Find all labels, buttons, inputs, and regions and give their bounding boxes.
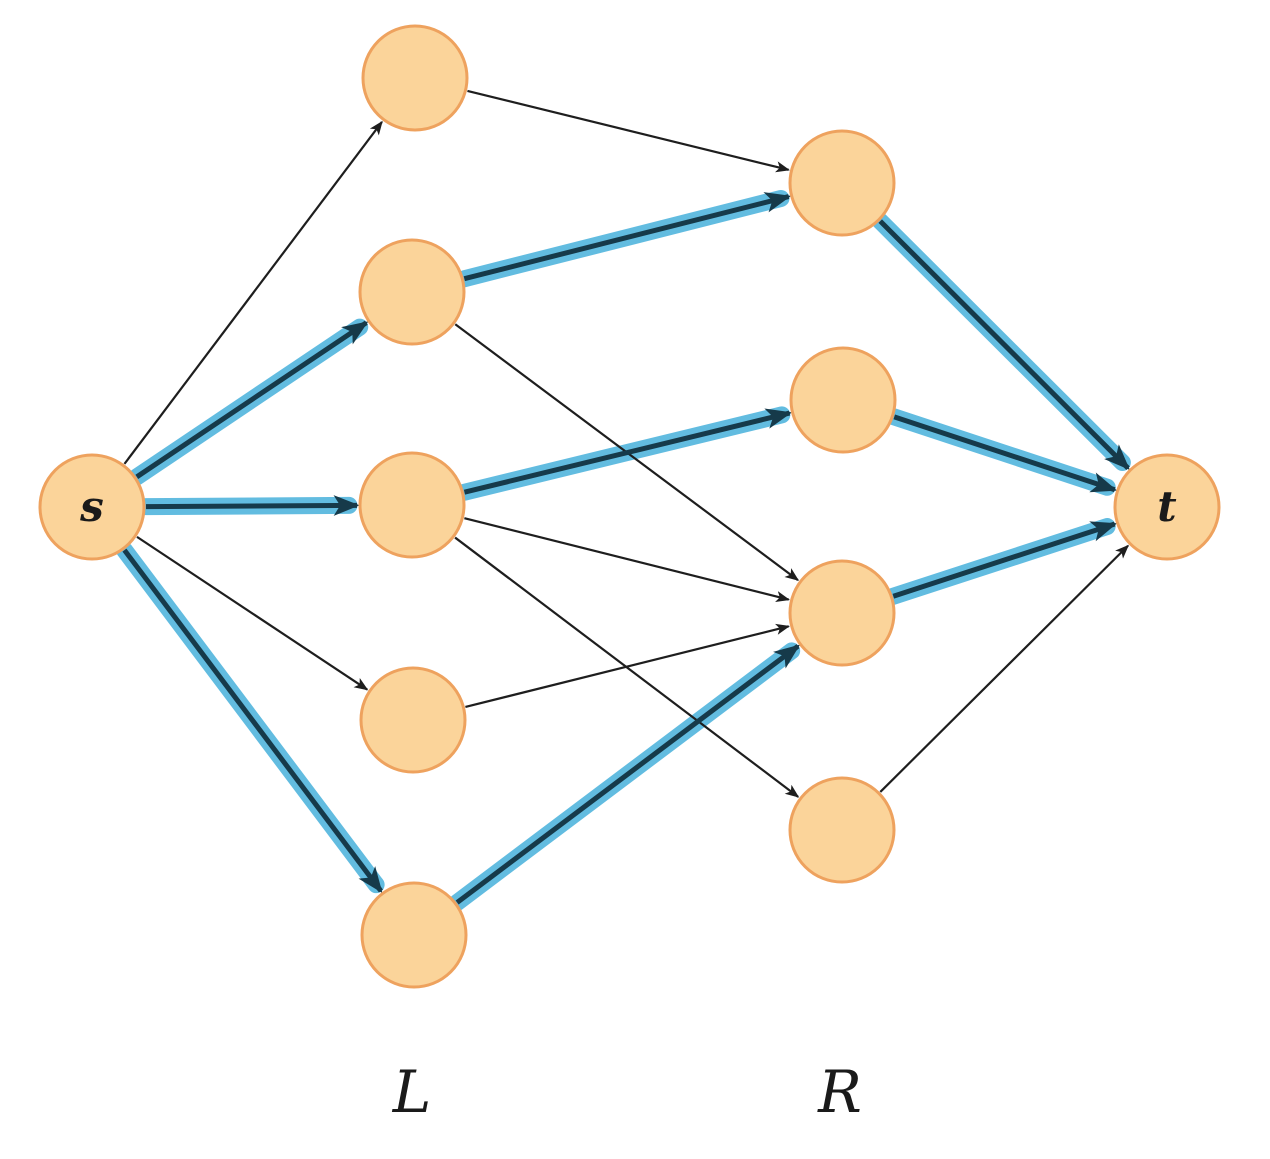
- node-s-label: s: [79, 482, 104, 531]
- node-r2-circle: [789, 346, 897, 454]
- left-set-label: L: [392, 1058, 432, 1126]
- edge-l2-r1: [463, 192, 792, 282]
- edge-l4-r3: [465, 623, 790, 708]
- edge-s-l4: [136, 535, 369, 691]
- edge-r3-t: [892, 521, 1118, 599]
- edge-r1-t: [878, 219, 1130, 471]
- node-r4: [788, 776, 896, 884]
- edge-l3-r2: [463, 408, 793, 495]
- node-l2: [358, 238, 466, 346]
- edge-s-l5: [122, 548, 383, 894]
- node-t-circle: [1113, 453, 1221, 561]
- edge-l1-r1: [467, 89, 790, 173]
- edge-s-l3: [145, 495, 360, 516]
- node-r3: [788, 559, 896, 667]
- node-s-circle: [38, 453, 146, 561]
- flow-highlight-layer: [115, 189, 1131, 912]
- node-l1: [361, 24, 469, 132]
- node-r4-circle: [788, 776, 896, 884]
- edge-s-l1: [123, 120, 383, 465]
- edge-r4-t: [879, 544, 1129, 793]
- node-r2: [789, 346, 897, 454]
- edge-l3-r3: [464, 517, 791, 602]
- right-set-label: R: [817, 1058, 862, 1126]
- node-l3: [358, 451, 466, 559]
- node-l1-circle: [361, 24, 469, 132]
- node-l4: [359, 666, 467, 774]
- edge-s-l2: [135, 320, 369, 479]
- node-l4-circle: [359, 666, 467, 774]
- node-t-label: t: [1157, 482, 1176, 531]
- node-l2-circle: [358, 238, 466, 346]
- node-l5: [360, 881, 468, 989]
- edge-l5-r3: [455, 644, 801, 905]
- node-s: s: [38, 453, 146, 561]
- node-r3-circle: [788, 559, 896, 667]
- edge-layer: [122, 89, 1130, 905]
- node-r1: [788, 129, 896, 237]
- node-r1-circle: [788, 129, 896, 237]
- node-l3-circle: [358, 451, 466, 559]
- node-t: t: [1113, 453, 1221, 561]
- edge-r2-t: [893, 414, 1118, 493]
- node-l5-circle: [360, 881, 468, 989]
